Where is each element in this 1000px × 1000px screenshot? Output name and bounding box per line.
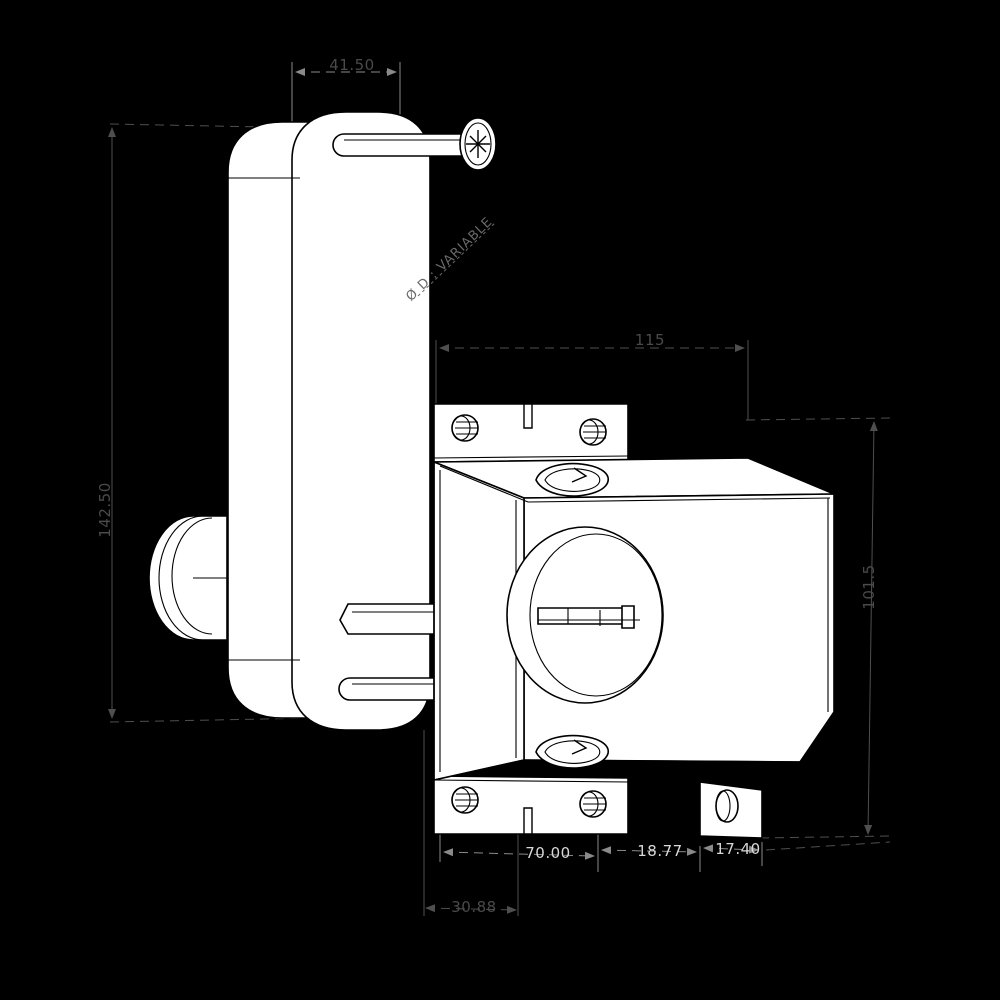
rounded-cover-plate <box>148 111 469 731</box>
flange-offset-dimension-label: 18.77 <box>637 842 682 860</box>
mounting-tab-right <box>699 781 763 839</box>
box-width-dimension-label: 115 <box>635 331 665 349</box>
box-height-dimension-label: 101.5 <box>860 564 878 609</box>
cover-to-box-dimension <box>423 730 519 916</box>
box-height-dimension <box>745 417 891 839</box>
oval-knockout-top <box>535 462 610 497</box>
mounting-flange-bottom <box>433 775 629 835</box>
cover-to-box-dimension-label: 30.88 <box>451 898 496 916</box>
oval-knockout-bottom <box>535 734 610 769</box>
tab-width-dimension-label: 17.40 <box>715 840 760 858</box>
circular-knockout <box>506 526 664 704</box>
phillips-screw <box>459 117 497 171</box>
box-body-width-dimension-label: 70.00 <box>525 844 570 862</box>
mounting-flange-top <box>433 403 629 463</box>
electrical-box <box>433 403 835 839</box>
shaft-projection-dimension-label: 41.50 <box>329 56 374 74</box>
cover-height-dimension-label: 142.50 <box>96 482 114 538</box>
